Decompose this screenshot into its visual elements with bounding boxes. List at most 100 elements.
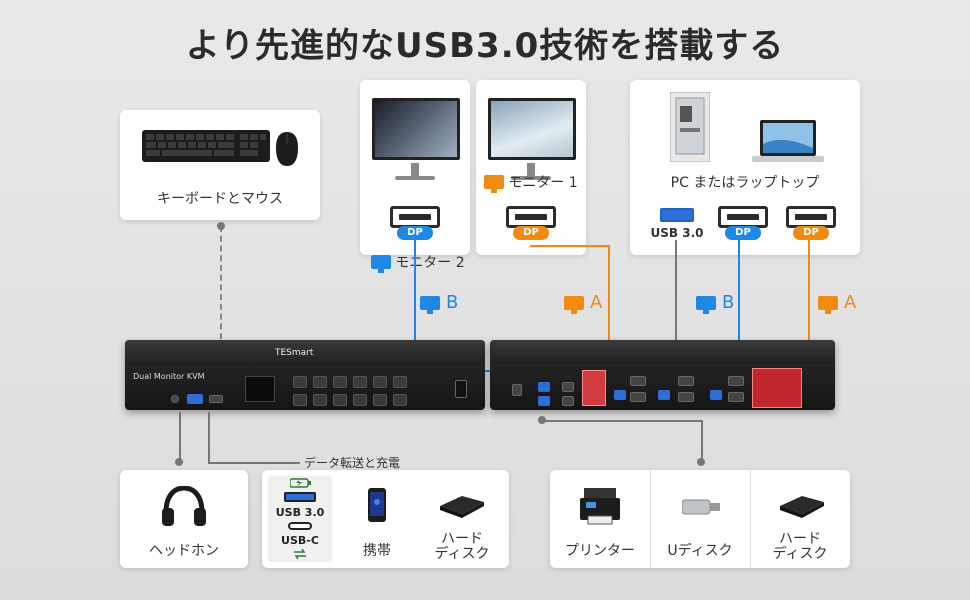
- usb-b-port: [658, 390, 670, 400]
- headphone-jack: [171, 395, 179, 403]
- headphone-icon: [162, 486, 206, 526]
- usb-a-label: USB 3.0: [275, 506, 325, 519]
- front-button[interactable]: [313, 376, 327, 388]
- kvm-top-edge: [125, 340, 485, 366]
- monitor-out-highlight: [582, 370, 606, 406]
- printer-label: プリンター: [565, 543, 635, 559]
- monitor-base: [511, 176, 551, 180]
- usb-b-port: [710, 390, 722, 400]
- monitor-blue-icon: [371, 255, 392, 273]
- monitor-orange-icon: [564, 295, 584, 314]
- front-usb-a-port: [187, 394, 203, 404]
- input-port: [630, 376, 646, 386]
- dc-power-port: [512, 384, 522, 396]
- front-button[interactable]: [333, 376, 347, 388]
- hdd-label: ハード ディスク: [434, 531, 490, 562]
- keyboard-icon: [142, 130, 270, 162]
- monitor-icon: [372, 98, 460, 160]
- kvm-front-panel: Dual Monitor KVM TESmart: [125, 340, 485, 410]
- monitor1-cable-line: [608, 245, 610, 395]
- rear-usb-cable-line: [701, 420, 703, 464]
- rear-usb-port: [562, 382, 574, 392]
- keyboard-mouse-label: キーボードとマウス: [157, 191, 283, 207]
- pc-card: PC またはラップトップ USB 3.0 DP DP: [630, 80, 860, 255]
- front-button[interactable]: [353, 376, 367, 388]
- kvm-model-label: Dual Monitor KVM: [133, 372, 205, 381]
- headphone-label: ヘッドホン: [149, 543, 219, 559]
- cable-dot: [175, 458, 183, 466]
- divider: [650, 470, 651, 568]
- monitor1-label: モニター 1: [480, 172, 582, 193]
- monitor-blue-icon: [420, 295, 440, 314]
- dp-port: [506, 206, 556, 228]
- divider: [750, 470, 751, 568]
- sync-icon: [294, 548, 306, 560]
- monitor-icon: [488, 98, 576, 160]
- hdd-label: ハード ディスク: [772, 531, 828, 562]
- rear-usb-port: [538, 382, 550, 392]
- monitor2-card: モニター 2 DP: [360, 80, 470, 273]
- hard-disk-icon: [780, 496, 824, 518]
- usb-a-port-icon: [284, 492, 316, 502]
- monitor1-cable-line-h: [530, 245, 608, 247]
- connection-label-a1: A: [564, 292, 602, 314]
- dp-port: [718, 206, 768, 228]
- input-port: [630, 392, 646, 402]
- monitor-base: [395, 176, 435, 180]
- pc-dp-blue-cable-line: [738, 240, 740, 368]
- phone-label: 携帯: [363, 543, 391, 559]
- usb3-port-label: USB 3.0: [650, 226, 704, 240]
- monitor-blue-icon: [696, 295, 716, 314]
- cable-dot: [538, 416, 546, 424]
- monitor-orange-icon: [818, 295, 838, 314]
- front-usb-c-port: [209, 395, 223, 403]
- usb-front-cable-line-h: [208, 462, 300, 464]
- front-button[interactable]: [373, 376, 387, 388]
- usb3-port-icon: [660, 208, 694, 222]
- connection-label-a2: A: [818, 292, 856, 314]
- front-button[interactable]: [293, 376, 307, 388]
- kvm-brand-label: TESmart: [275, 348, 314, 358]
- front-button[interactable]: [393, 394, 407, 406]
- input-port: [728, 376, 744, 386]
- power-switch[interactable]: [455, 380, 467, 398]
- usb-flash-drive-icon: [682, 499, 720, 515]
- input-port: [728, 392, 744, 402]
- input-port: [678, 392, 694, 402]
- pc-tower-icon: [670, 92, 710, 162]
- page-title: より先進的なUSB3.0技術を搭載する: [185, 26, 785, 66]
- input-port: [678, 376, 694, 386]
- keyboard-mouse-card: キーボードとマウス: [120, 110, 320, 220]
- rear-usb-port: [538, 396, 550, 406]
- laptop-icon: [752, 120, 824, 162]
- monitor-stand: [527, 163, 535, 177]
- connection-label-b2: B: [696, 292, 734, 314]
- front-button[interactable]: [293, 394, 307, 406]
- kvm-rear-panel: [490, 340, 835, 410]
- battery-charging-icon: [290, 478, 311, 488]
- pc-label: PC またはラップトップ: [670, 175, 820, 191]
- printer-icon: [580, 488, 620, 525]
- connection-label-b1: B: [420, 292, 458, 314]
- monitor2-label: モニター 2: [368, 252, 468, 273]
- monitor1-card: モニター 1 DP: [476, 80, 586, 255]
- monitor2-cable-line: [414, 240, 416, 370]
- cable-dot: [697, 458, 705, 466]
- dp-badge: DP: [397, 226, 433, 240]
- phone-icon: [368, 488, 386, 522]
- keyboard-cable-line: [220, 226, 222, 378]
- cable-dot: [217, 222, 225, 230]
- dp-port: [786, 206, 836, 228]
- headphone-cable-line: [179, 412, 181, 462]
- headphone-card: ヘッドホン: [120, 470, 248, 568]
- rear-usb-devices-card: プリンター Uディスク ハード ディスク: [550, 470, 850, 568]
- front-button[interactable]: [333, 394, 347, 406]
- udisk-label: Uディスク: [667, 543, 733, 559]
- rear-usb-port: [562, 396, 574, 406]
- front-button[interactable]: [393, 376, 407, 388]
- front-button[interactable]: [313, 394, 327, 406]
- front-button[interactable]: [353, 394, 367, 406]
- mouse-icon: [276, 132, 298, 166]
- front-button[interactable]: [373, 394, 387, 406]
- monitor-orange-icon: [484, 175, 505, 193]
